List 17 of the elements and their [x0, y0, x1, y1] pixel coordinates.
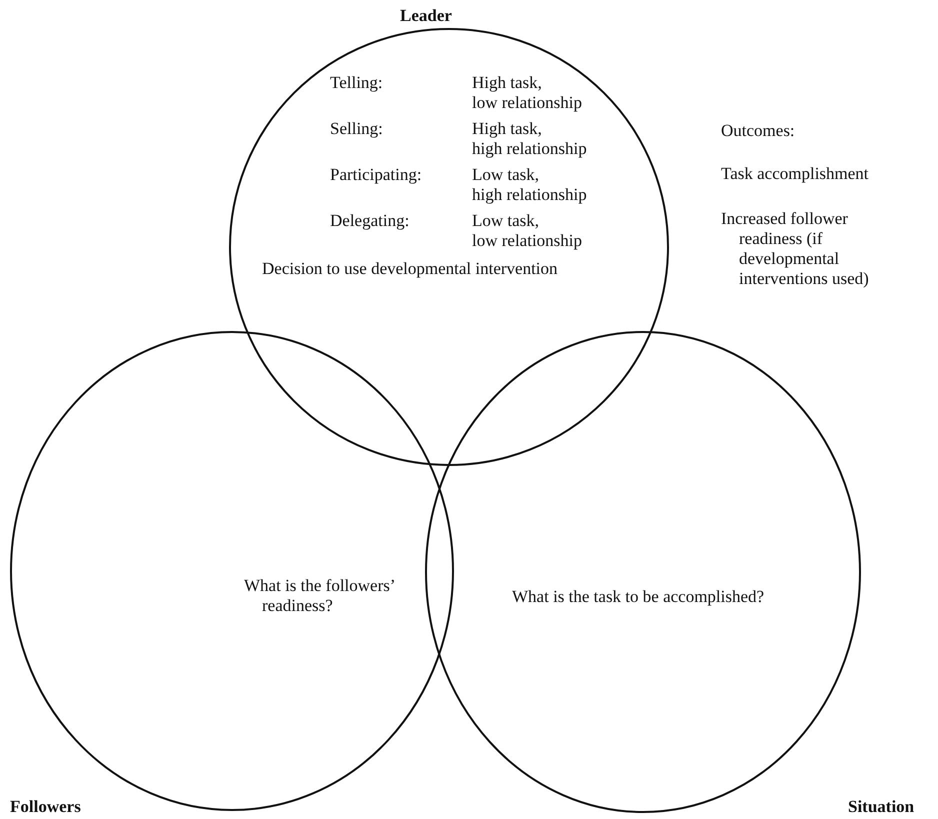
circle-text: High task, high relationship [472, 119, 587, 159]
circle-heading: Leader [400, 6, 452, 26]
outcome-text: Increased follower readiness (if developmental interventions used) [721, 209, 870, 289]
circle-text: Selling: [330, 119, 383, 139]
circle-text: Participating: [330, 165, 422, 185]
circle-text: Delegating: [330, 211, 410, 231]
circle-heading: Followers [10, 797, 81, 817]
circle-text: What is the task to be accomplished? [512, 587, 764, 607]
circle-heading: Situation [848, 797, 914, 817]
outcome-text: Task accomplishment [721, 164, 870, 184]
circle-text: Low task, high relationship [472, 165, 587, 205]
outcomes-heading: Outcomes: [721, 121, 795, 141]
circle-text: Telling: [330, 73, 383, 93]
circle-text: Decision to use developmental intervention [262, 259, 558, 279]
circle-text: What is the followers’ readiness? [244, 576, 396, 616]
circle-text: Low task, low relationship [472, 211, 582, 251]
circle-text: High task, low relationship [472, 73, 582, 113]
